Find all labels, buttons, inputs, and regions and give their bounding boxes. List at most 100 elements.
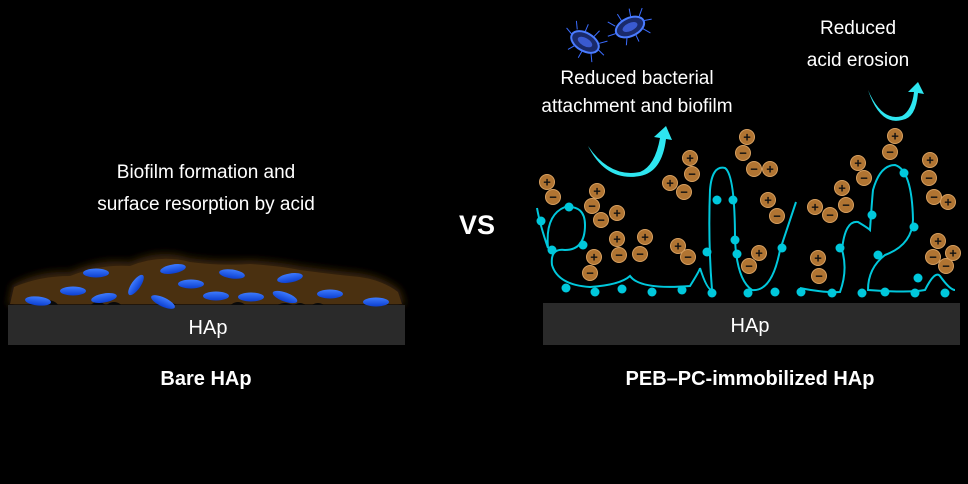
negative-charge-icon: − (584, 198, 600, 214)
polymer-bead (743, 288, 753, 298)
svg-text:+: + (926, 153, 934, 168)
polymer-bead (728, 195, 738, 205)
positive-charge-icon: + (586, 249, 602, 265)
svg-text:+: + (666, 176, 674, 191)
svg-text:−: − (826, 208, 834, 223)
positive-charge-icon: + (834, 180, 850, 196)
positive-charge-icon: + (922, 152, 938, 168)
polymer-bead (913, 273, 923, 283)
svg-text:−: − (739, 146, 747, 161)
positive-charge-icon: + (762, 161, 778, 177)
svg-text:−: − (588, 199, 596, 214)
positive-charge-icon: + (662, 175, 678, 191)
svg-text:+: + (590, 250, 598, 265)
repel-arrow-icon (868, 82, 924, 121)
bacteria-caption-line-1: Reduced bacterial (560, 68, 713, 89)
svg-text:+: + (949, 246, 957, 261)
svg-text:+: + (934, 234, 942, 249)
positive-charge-icon: + (609, 205, 625, 221)
positive-charge-icon: + (945, 245, 961, 261)
positive-charge-icon: + (810, 250, 826, 266)
acid-caption-line-1: Reduced (820, 18, 896, 39)
svg-text:+: + (674, 239, 682, 254)
positive-charge-icon: + (930, 233, 946, 249)
svg-text:+: + (743, 130, 751, 145)
svg-text:+: + (811, 200, 819, 215)
negative-charge-icon: − (582, 265, 598, 281)
polymer-bead (873, 250, 883, 260)
polymer-bead (867, 210, 877, 220)
polymer-bead (536, 216, 546, 226)
polymer-bead (732, 249, 742, 259)
svg-text:−: − (680, 185, 688, 200)
positive-charge-icon: + (539, 174, 555, 190)
polymer-bead (578, 240, 588, 250)
negative-charge-icon: − (735, 145, 751, 161)
positive-charge-icon: + (760, 192, 776, 208)
acid-caption-line-2: acid erosion (807, 50, 909, 71)
svg-text:−: − (688, 167, 696, 182)
bare-hap-substrate (8, 305, 405, 345)
svg-text:−: − (745, 259, 753, 274)
bacteria-cluster (25, 264, 389, 309)
svg-text:−: − (773, 209, 781, 224)
polymer-bead (910, 288, 920, 298)
polymer-bead (909, 222, 919, 232)
polymer-bead (730, 235, 740, 245)
svg-text:+: + (613, 206, 621, 221)
positive-charge-icon: + (609, 231, 625, 247)
bare-hap-panel: Biofilm formation and surface resorption… (8, 162, 405, 390)
positive-charge-icon: + (739, 129, 755, 145)
svg-text:+: + (854, 156, 862, 171)
negative-charge-icon: − (769, 208, 785, 224)
polymer-bead (590, 287, 600, 297)
negative-charge-icon: − (856, 170, 872, 186)
polymer-bead (712, 195, 722, 205)
negative-charge-icon: − (545, 189, 561, 205)
polymer-bead (796, 287, 806, 297)
positive-charge-icon: + (670, 238, 686, 254)
negative-charge-icon: − (822, 207, 838, 223)
negative-charge-icon: − (925, 249, 941, 265)
polymer-bead (857, 288, 867, 298)
positive-charge-icon: + (850, 155, 866, 171)
peb-pc-hap-title: PEB–PC-immobilized HAp (626, 368, 875, 390)
bacterium-icon (607, 7, 652, 46)
svg-text:−: − (860, 171, 868, 186)
negative-charge-icon: − (680, 249, 696, 265)
repel-arrow-icon (588, 126, 672, 177)
bacteria-caption-line-2: attachment and biofilm (541, 96, 732, 117)
polymer-bead (777, 243, 787, 253)
bacterium-icon (566, 20, 608, 63)
svg-text:+: + (543, 175, 551, 190)
polymer-bead (835, 243, 845, 253)
negative-charge-icon: − (684, 166, 700, 182)
svg-text:−: − (549, 190, 557, 205)
svg-text:+: + (593, 184, 601, 199)
polymer-bead (827, 288, 837, 298)
polymer-bead (547, 245, 557, 255)
peb-pc-hap-substrate-label: HAp (731, 315, 770, 337)
left-caption-line-1: Biofilm formation and (117, 162, 295, 183)
positive-charge-icon: + (887, 128, 903, 144)
negative-charge-icon: − (632, 246, 648, 262)
negative-charge-icon: − (926, 189, 942, 205)
negative-charge-icon: − (746, 161, 762, 177)
svg-text:−: − (636, 247, 644, 262)
negative-charge-icon: − (882, 144, 898, 160)
polymer-bead (647, 287, 657, 297)
svg-text:+: + (891, 129, 899, 144)
negative-charge-icon: − (838, 197, 854, 213)
negative-charge-icon: − (811, 268, 827, 284)
svg-text:+: + (641, 230, 649, 245)
polymer-beads (536, 168, 950, 298)
svg-text:−: − (929, 250, 937, 265)
svg-text:−: − (942, 259, 950, 274)
svg-text:−: − (750, 162, 758, 177)
svg-text:−: − (930, 190, 938, 205)
svg-text:−: − (815, 269, 823, 284)
left-caption-line-2: surface resorption by acid (97, 194, 315, 215)
svg-text:−: − (597, 213, 605, 228)
negative-charge-icon: − (611, 247, 627, 263)
positive-charge-icon: + (940, 194, 956, 210)
